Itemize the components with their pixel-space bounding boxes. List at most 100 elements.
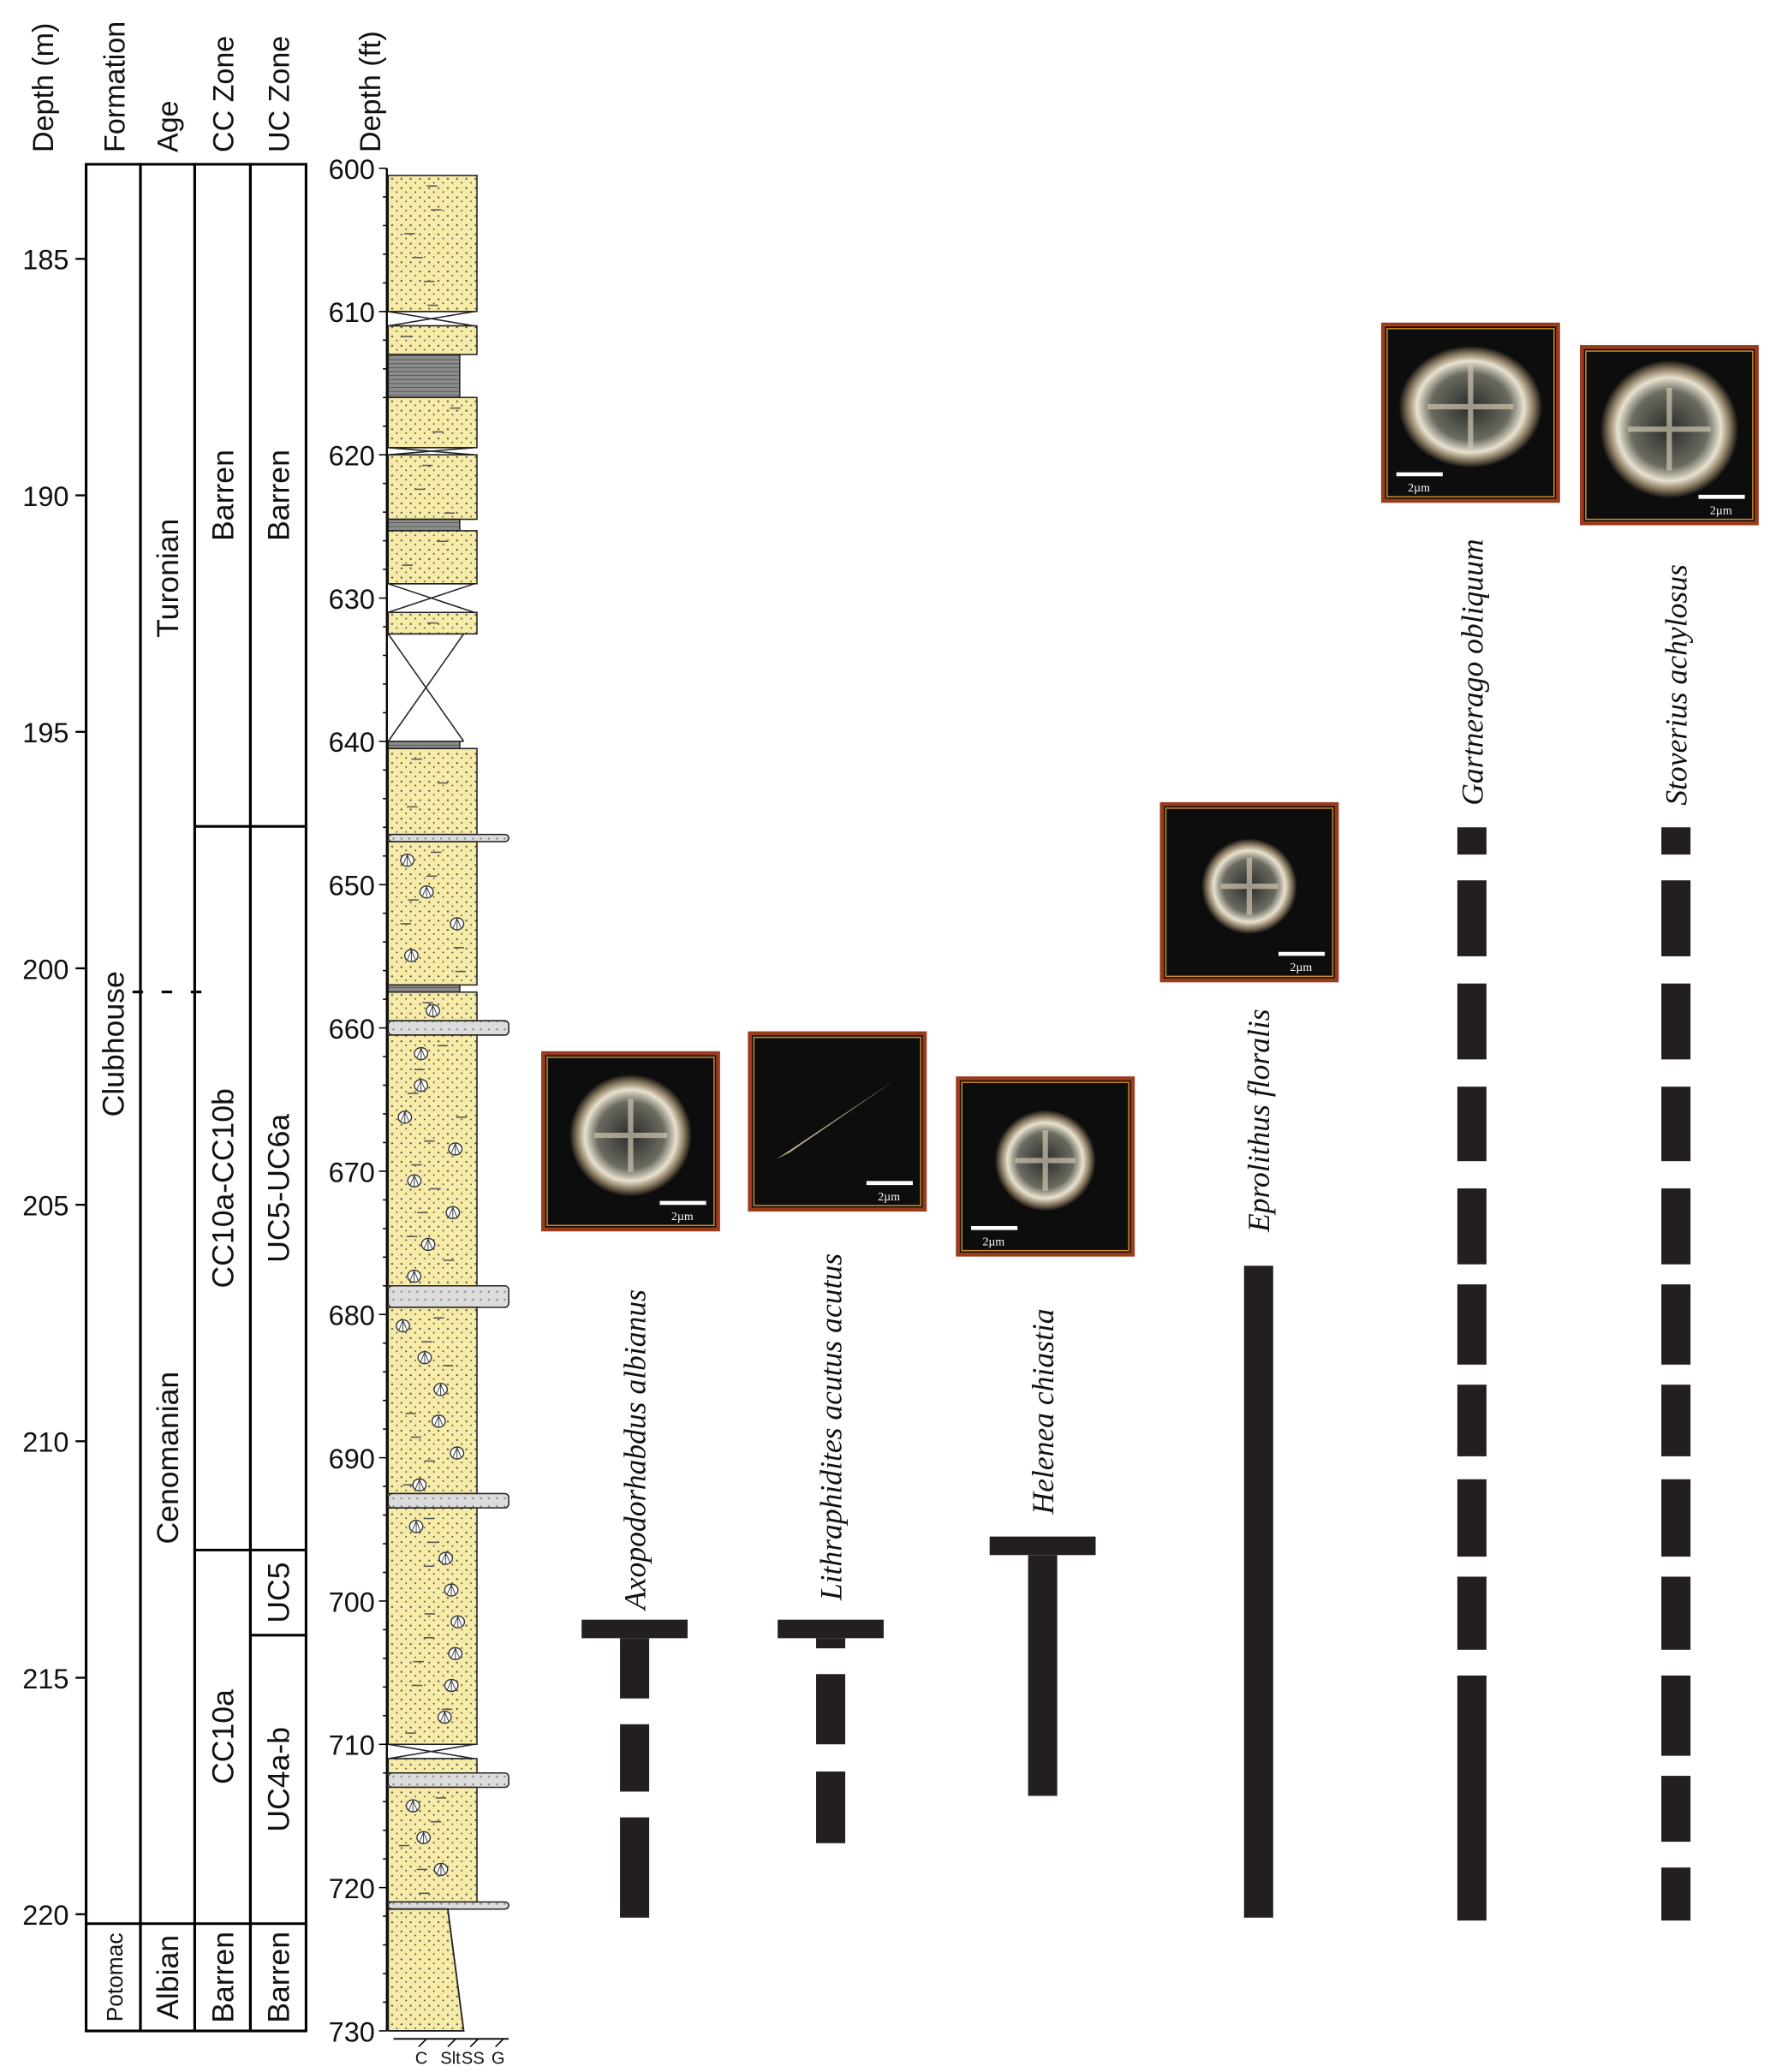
shell-ribs (447, 1679, 456, 1691)
range-top-cap (778, 1619, 884, 1639)
photo-inner-frame (1386, 327, 1555, 498)
shell-fossil-icon (405, 1799, 420, 1813)
header-depth-m: Depth (m) (27, 23, 60, 152)
covered-interval (388, 447, 474, 455)
shell-ribs (416, 1079, 426, 1091)
shell-ribs (408, 1799, 418, 1812)
cc_zone-label: Barren (206, 450, 240, 541)
sand-bed (387, 1307, 478, 1495)
depth-ft-tick-label: 650 (329, 871, 375, 902)
shell-fossil-icon (444, 1583, 459, 1597)
grain-size-label: G (492, 2050, 505, 2069)
sand-bed (387, 747, 478, 836)
photomicrograph: 2µm (956, 1076, 1135, 1257)
range-bar-segment (1661, 1675, 1691, 1756)
range-bar-segment (1457, 1479, 1487, 1557)
grain-size-label: C (415, 2050, 428, 2069)
photo-frame (1159, 801, 1339, 983)
shell-fossil-icon (416, 1831, 432, 1844)
lithology-column (387, 175, 510, 2032)
range-bar-segment (1457, 1284, 1487, 1365)
sand-bed (387, 1786, 478, 1903)
uc_zone-label: UC4a-b (261, 1727, 295, 1832)
covered-interval (387, 633, 465, 742)
range-bar-segment (620, 1724, 650, 1792)
depth-m-tick-label: 190 (22, 481, 69, 512)
scale-bar-label: 2µm (1290, 962, 1312, 974)
covered-interval (388, 311, 475, 327)
range-bar-segment (620, 1817, 650, 1918)
depth-ft-tick-label: 660 (329, 1014, 375, 1045)
sand-bed (387, 530, 478, 585)
depth-m-tick-label: 195 (22, 717, 69, 748)
uc_zone-label: UC5 (261, 1562, 295, 1622)
shell-fossil-icon (407, 1174, 422, 1188)
range-top-cap (581, 1619, 688, 1639)
formation-label: Potomac (102, 1933, 128, 2022)
photo-inner-frame (546, 1056, 715, 1227)
shell-ribs (452, 1446, 462, 1459)
shell-ribs (419, 1831, 428, 1843)
shell-fossil-icon (408, 1520, 424, 1533)
range-bar-segment (1457, 1675, 1487, 1921)
depth-ft-tick-label: 690 (329, 1444, 375, 1474)
gravel-bed (387, 1901, 510, 1910)
depth-ft-tick-label: 620 (329, 441, 375, 472)
shell-ribs (416, 1047, 426, 1059)
shell-fossil-icon (419, 885, 434, 899)
shell-fossil-icon (433, 1862, 449, 1877)
age-label: Cenomanian (151, 1372, 185, 1545)
shell-ribs (448, 1206, 457, 1218)
shell-fossil-icon (445, 1206, 461, 1219)
shell-ribs (420, 1351, 430, 1363)
photomicrograph: 2µm (1159, 801, 1339, 983)
depth-m-tick-label: 215 (22, 1664, 69, 1694)
range-bar-segment (1661, 1776, 1691, 1843)
scale-bar-label: 2µm (1408, 482, 1430, 495)
shell-ribs (440, 1711, 450, 1723)
range-bar-segment (1661, 1479, 1691, 1557)
photomicrograph: 2µm (541, 1051, 720, 1232)
depth-ft-tick-label: 630 (329, 584, 375, 615)
nannofossil-ranges: Axopodorhabdus albianus2µmLithraphidites… (541, 322, 1759, 1921)
age-label: Albian (151, 1935, 185, 2020)
gravel-bed (387, 1771, 510, 1789)
gravel-bed (387, 1285, 510, 1308)
depth-ft-tick-label: 600 (329, 154, 375, 185)
shell-ribs (441, 1551, 450, 1564)
range-bar-segment (1457, 1576, 1487, 1650)
scale-bar-label: 2µm (1710, 504, 1732, 517)
range-bar-segment (620, 1638, 650, 1699)
depth-ft-tick-label: 640 (329, 727, 375, 758)
photo-inner-frame (1165, 807, 1334, 978)
uc_zone-label: UC5-UC6a (261, 1114, 295, 1263)
gravel-bed (387, 833, 510, 842)
specimen-cross (1628, 388, 1711, 471)
range-bar-segment (1661, 1284, 1691, 1365)
depth-ft-tick-label: 680 (329, 1301, 375, 1331)
depth-m-tick-label: 220 (22, 1900, 69, 1931)
shell-ribs (446, 1583, 456, 1596)
range-bar-segment (1457, 827, 1487, 855)
shell-fossil-icon (397, 1110, 413, 1124)
sand-bed (387, 324, 478, 355)
shell-fossil-icon (403, 949, 419, 962)
shell-ribs (409, 1174, 419, 1187)
shell-fossil-icon (437, 1710, 452, 1724)
scale-bar-label: 2µm (671, 1211, 694, 1224)
shale-bed (387, 354, 461, 399)
sand-bed (387, 454, 478, 521)
range-bar-segment (1661, 1867, 1691, 1921)
range-bar-segment (1457, 1188, 1487, 1265)
shell-ribs (411, 1520, 421, 1533)
range-bar-segment (1457, 1384, 1487, 1456)
taxon-name: Axopodorhabdus albianus (617, 1289, 652, 1611)
age-label: Turonian (151, 519, 185, 638)
depth-m-tick-label: 205 (22, 1191, 69, 1222)
range-bar-segment (816, 1674, 846, 1745)
